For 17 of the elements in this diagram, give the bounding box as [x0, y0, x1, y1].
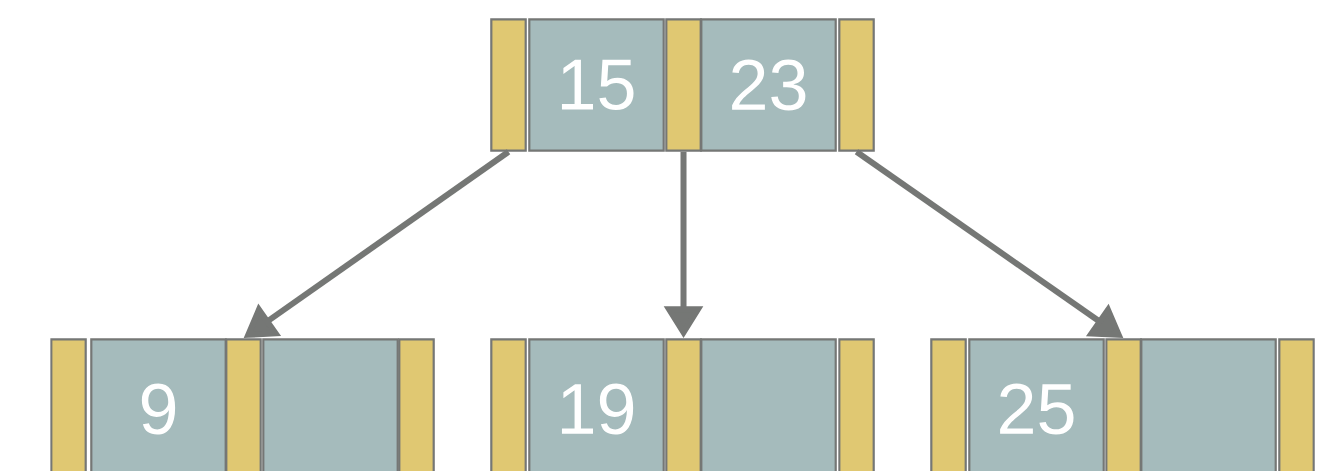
key-cell: 23	[700, 18, 837, 152]
pointer-cell	[665, 18, 702, 152]
pointer-cell	[665, 338, 702, 471]
pointer-cell	[50, 338, 87, 471]
pointer-cell	[1105, 338, 1142, 471]
pointer-cell	[930, 338, 967, 471]
key-cell: 25	[968, 338, 1105, 471]
pointer-cell	[490, 338, 527, 471]
pointer-cell	[838, 338, 875, 471]
pointer-cell	[1278, 338, 1315, 471]
key-cell: 9	[90, 338, 227, 471]
pointer-cell	[225, 338, 262, 471]
pointer-cell	[838, 18, 875, 152]
key-cell: 15	[528, 18, 665, 152]
pointer-cell	[398, 338, 435, 471]
pointer-cell	[490, 18, 527, 152]
key-cell: 19	[528, 338, 665, 471]
